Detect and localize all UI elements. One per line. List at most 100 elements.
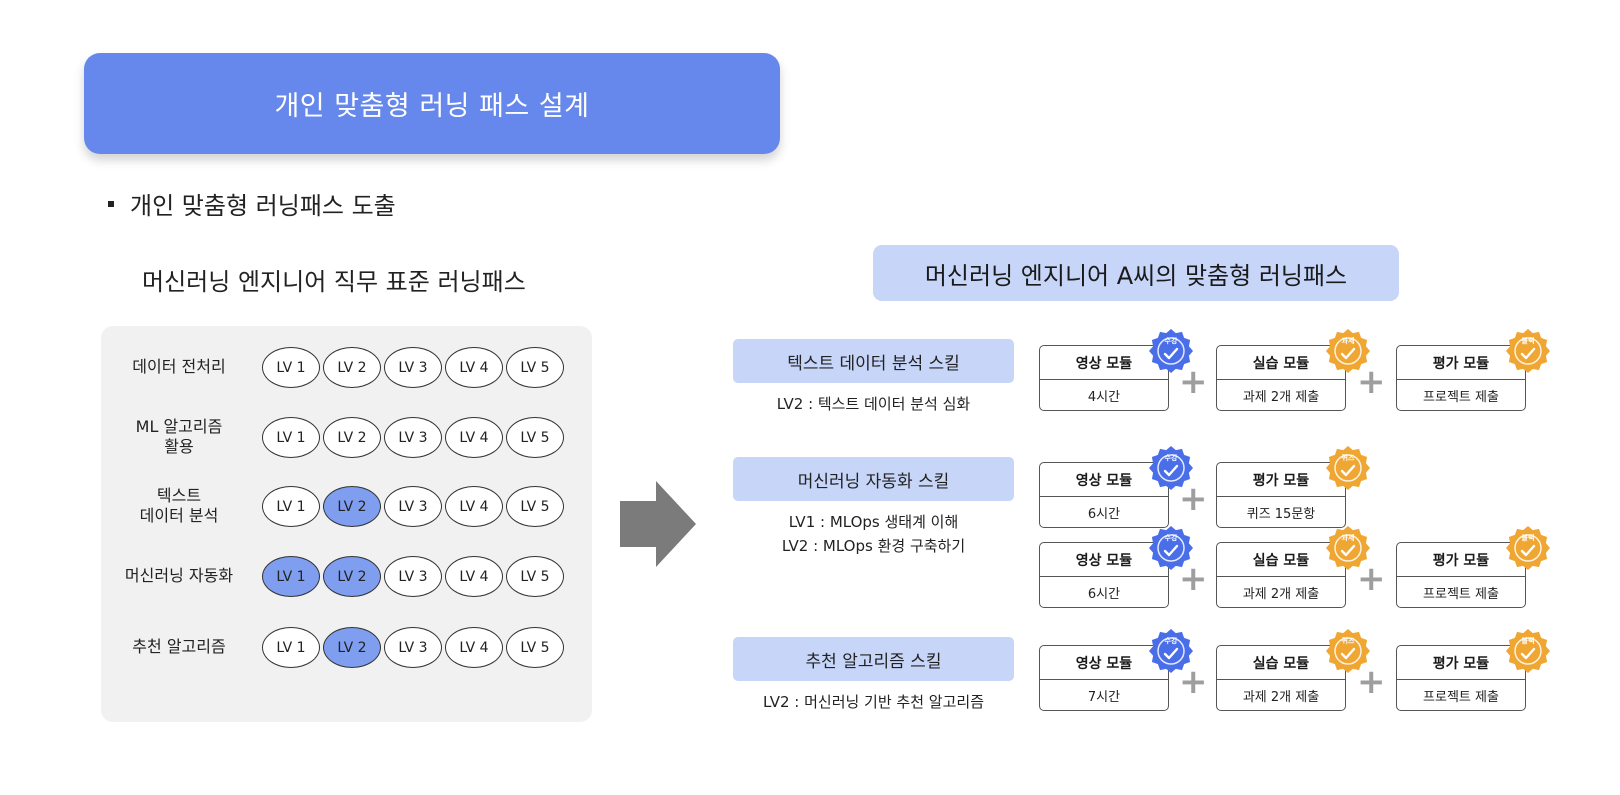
skill-name: 추천 알고리즘 — [132, 637, 226, 656]
plus-icon: + — [1179, 362, 1208, 402]
badge-label: 수강 — [1164, 454, 1178, 462]
plus-icon: + — [1357, 362, 1386, 402]
skill-desc-line: LV2 : 머신러닝 기반 추천 알고리즘 — [762, 693, 984, 711]
badge-icon: 수강 — [1149, 329, 1193, 373]
level-circle-3: LV 3 — [384, 347, 442, 388]
module-detail: 6시간 — [1087, 506, 1121, 522]
module-title: 영상 모듈 — [1040, 346, 1168, 380]
module-title: 실습 모듈 — [1217, 646, 1345, 680]
badge-label: 퀴즈 — [1341, 454, 1355, 462]
level-circle-3: LV 3 — [384, 627, 442, 668]
level-circle-4: LV 4 — [445, 417, 503, 458]
badge-icon: 퀴즈 — [1326, 446, 1370, 490]
badge-label: 블랙 — [1521, 337, 1535, 345]
bullet-item: 개인 맞춤형 러닝패스 도출 — [108, 186, 396, 221]
badge-icon: 블랙 — [1506, 526, 1550, 570]
level-circle-1: LV 1 — [262, 417, 320, 458]
page-title: 개인 맞춤형 러닝 패스 설계 — [84, 53, 780, 154]
badge-label: 블랙 — [1521, 534, 1535, 542]
badge-icon: 수강 — [1149, 526, 1193, 570]
badge-label: 블랙 — [1521, 637, 1535, 645]
badge-icon: 과제 — [1326, 526, 1370, 570]
module-title: 평가 모듈 — [1217, 463, 1345, 497]
module-detail: 과제 2개 제출 — [1242, 586, 1320, 602]
level-circle-4: LV 4 — [445, 627, 503, 668]
plus-icon: + — [1357, 559, 1386, 599]
module-title: 평가 모듈 — [1397, 346, 1525, 380]
level-circle-5: LV 5 — [506, 347, 564, 388]
module-card: 영상 모듈 6시간 — [1039, 542, 1169, 608]
level-circle-2: LV 2 — [323, 556, 381, 597]
plus-icon: + — [1179, 662, 1208, 702]
module-card: 영상 모듈 6시간 — [1039, 462, 1169, 528]
level-circle-5: LV 5 — [506, 627, 564, 668]
plus-icon: + — [1357, 662, 1386, 702]
badge-icon: 수강 — [1149, 446, 1193, 490]
level-circle-4: LV 4 — [445, 486, 503, 527]
module-detail: 과제 2개 제출 — [1242, 389, 1320, 405]
badge-label: 수강 — [1164, 637, 1178, 645]
level-circle-2: LV 2 — [323, 417, 381, 458]
badge-label: 과제 — [1341, 534, 1355, 542]
bullet-text: 개인 맞춤형 러닝패스 도출 — [130, 192, 396, 220]
module-detail: 7시간 — [1087, 689, 1121, 705]
module-title: 평가 모듈 — [1397, 646, 1525, 680]
level-circle-2: LV 2 — [323, 347, 381, 388]
skill-desc-line: LV2 : 텍스트 데이터 분석 심화 — [776, 395, 971, 413]
module-title: 영상 모듈 — [1040, 463, 1168, 497]
skill-name: 머신러닝 자동화 — [124, 566, 234, 585]
standard-path-heading: 머신러닝 엔지니어 직무 표준 러닝패스 — [142, 268, 526, 296]
skill-name: 데이터 전처리 — [132, 357, 226, 376]
level-circle-1: LV 1 — [262, 486, 320, 527]
module-title: 실습 모듈 — [1217, 346, 1345, 380]
level-circle-2: LV 2 — [323, 627, 381, 668]
badge-icon: 퀴즈 — [1326, 629, 1370, 673]
module-card: 영상 모듈 7시간 — [1039, 645, 1169, 711]
badge-label: 과제 — [1341, 337, 1355, 345]
level-circle-1: LV 1 — [262, 556, 320, 597]
level-circle-4: LV 4 — [445, 556, 503, 597]
module-title: 실습 모듈 — [1217, 543, 1345, 577]
custom-path-heading: 머신러닝 엔지니어 A씨의 맞춤형 러닝패스 — [873, 245, 1399, 301]
level-circle-1: LV 1 — [262, 627, 320, 668]
level-circle-4: LV 4 — [445, 347, 503, 388]
plus-icon: + — [1179, 479, 1208, 519]
plus-icon: + — [1179, 559, 1208, 599]
badge-label: 퀴즈 — [1341, 637, 1355, 645]
module-detail: 6시간 — [1087, 586, 1121, 602]
skill-name: ML 알고리즘 활용 — [135, 417, 223, 456]
skill-desc-line: LV1 : MLOps 생태계 이해 — [788, 513, 959, 531]
module-detail: 프로젝트 제출 — [1423, 389, 1499, 405]
bullet-dot — [108, 200, 114, 207]
badge-icon: 블랙 — [1506, 329, 1550, 373]
level-circle-1: LV 1 — [262, 347, 320, 388]
badge-icon: 수강 — [1149, 629, 1193, 673]
module-title: 영상 모듈 — [1040, 543, 1168, 577]
skill-chip: 머신러닝 자동화 스킬 — [733, 457, 1014, 501]
level-circle-5: LV 5 — [506, 486, 564, 527]
badge-icon: 블랙 — [1506, 629, 1550, 673]
level-circle-3: LV 3 — [384, 556, 442, 597]
module-title: 평가 모듈 — [1397, 543, 1525, 577]
level-circle-3: LV 3 — [384, 417, 442, 458]
right-arrow-icon — [620, 481, 696, 567]
module-title: 영상 모듈 — [1040, 646, 1168, 680]
badge-label: 수강 — [1164, 337, 1178, 345]
module-detail: 4시간 — [1087, 389, 1121, 405]
module-detail: 프로젝트 제출 — [1423, 586, 1499, 602]
badge-label: 수강 — [1164, 534, 1178, 542]
level-circle-5: LV 5 — [506, 556, 564, 597]
skill-desc-line: LV2 : MLOps 환경 구축하기 — [781, 537, 966, 555]
